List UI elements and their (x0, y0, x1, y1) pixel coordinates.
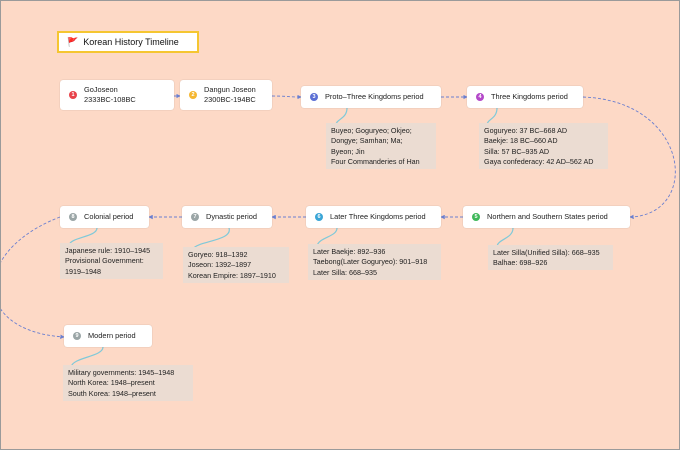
detail-colonial[interactable]: Japanese rule: 1910–1945 Provisional Gov… (60, 243, 163, 279)
node-dangun-joseon-label: Dangun Joseon (204, 85, 256, 94)
detail-line: Gaya confederacy: 42 AD–562 AD (484, 157, 594, 167)
node-dangun-joseon-dates: 2300BC-194BC (204, 95, 256, 104)
detail-line: Later Silla(Unified Silla): 668–935 (493, 248, 600, 257)
number-4-icon: 4 (476, 93, 484, 101)
red-flag-icon: 🚩 (67, 36, 79, 47)
detail-line: Goryeo: 918–1392 (188, 250, 248, 259)
detail-three-kingdoms[interactable]: Goguryeo: 37 BC–668 AD Baekje: 18 BC–660… (479, 123, 608, 169)
number-3-icon: 3 (310, 93, 318, 101)
node-modern[interactable]: 9 Modern period (64, 325, 152, 347)
detail-line: Joseon: 1392–1897 (188, 260, 252, 270)
node-colonial[interactable]: 8 Colonial period (60, 206, 149, 228)
detail-line: Dongye; Samhan; Ma; (331, 136, 403, 146)
number-7-icon: 7 (191, 213, 199, 221)
detail-line: Baekje: 18 BC–660 AD (484, 136, 558, 146)
number-8-icon: 8 (69, 213, 77, 221)
detail-line: North Korea: 1948–present (68, 378, 155, 388)
detail-line: Silla: 57 BC–935 AD (484, 146, 550, 156)
node-northern-southern-states[interactable]: 5 Northern and Southern States period (463, 206, 630, 228)
detail-modern[interactable]: Military governments: 1945–1948 North Ko… (63, 365, 193, 401)
node-colonial-label: Colonial period (84, 212, 134, 221)
branch-later-detail (316, 227, 338, 247)
detail-dynastic[interactable]: Goryeo: 918–1392 Joseon: 1392–1897 Korea… (183, 247, 289, 283)
node-northern-southern-states-label: Northern and Southern States period (487, 212, 608, 221)
branch-dynastic-detail (192, 227, 230, 250)
flow-dangun-to-proto (271, 94, 302, 100)
number-1-icon: 1 (69, 91, 77, 99)
detail-proto-three-kingdoms[interactable]: Buyeo; Goguryeo; Okjeo; Dongye; Samhan; … (326, 123, 436, 169)
node-gojoseon-dates: 2333BC-108BC (84, 95, 136, 104)
branch-modern-detail (70, 346, 104, 368)
detail-line: Japanese rule: 1910–1945 (65, 246, 151, 255)
detail-line: Goguryeo: 37 BC–668 AD (484, 126, 568, 135)
node-dynastic[interactable]: 7 Dynastic period (182, 206, 272, 228)
detail-line: Korean Empire: 1897–1910 (188, 270, 276, 280)
detail-later-three-kingdoms[interactable]: Later Baekje: 892–936 Taebong(Later Gogu… (308, 244, 441, 280)
detail-line: South Korea: 1948–present (68, 388, 156, 398)
node-later-three-kingdoms[interactable]: 6 Later Three Kingdoms period (306, 206, 441, 228)
detail-line: Later Baekje: 892–936 (313, 247, 386, 256)
timeline-title[interactable]: 🚩 Korean History Timeline (57, 31, 199, 53)
detail-northern-southern-states[interactable]: Later Silla(Unified Silla): 668–935 Balh… (488, 245, 613, 270)
detail-line: Buyeo; Goguryeo; Okjeo; (331, 126, 412, 135)
flow-colonial-to-modern (1, 216, 65, 340)
detail-line: Provisional Government: (65, 256, 144, 266)
detail-line: Four Commanderies of Han (331, 157, 420, 167)
detail-line: Balhae: 698–926 (493, 258, 548, 268)
number-2-icon: 2 (189, 91, 197, 99)
detail-line: Military governments: 1945–1948 (68, 368, 175, 377)
detail-line: Later Silla: 668–935 (313, 267, 377, 277)
detail-line: 1919–1948 (65, 266, 101, 276)
node-later-three-kingdoms-label: Later Three Kingdoms period (330, 212, 426, 221)
node-three-kingdoms[interactable]: 4 Three Kingdoms period (467, 86, 583, 108)
node-three-kingdoms-label: Three Kingdoms period (491, 92, 568, 101)
detail-line: Taebong(Later Goguryeo): 901–918 (313, 257, 428, 267)
flow-three-to-northern (582, 96, 676, 220)
number-5-icon: 5 (472, 213, 480, 221)
node-proto-three-kingdoms-label: Proto–Three Kingdoms period (325, 92, 424, 101)
number-6-icon: 6 (315, 213, 323, 221)
node-gojoseon-label: GoJoseon (84, 85, 118, 94)
node-proto-three-kingdoms[interactable]: 3 Proto–Three Kingdoms period (301, 86, 441, 108)
node-dynastic-label: Dynastic period (206, 212, 257, 221)
number-9-icon: 9 (73, 332, 81, 340)
detail-line: Byeon; Jin (331, 146, 365, 156)
node-modern-label: Modern period (88, 331, 136, 340)
timeline-title-text: Korean History Timeline (83, 37, 179, 47)
